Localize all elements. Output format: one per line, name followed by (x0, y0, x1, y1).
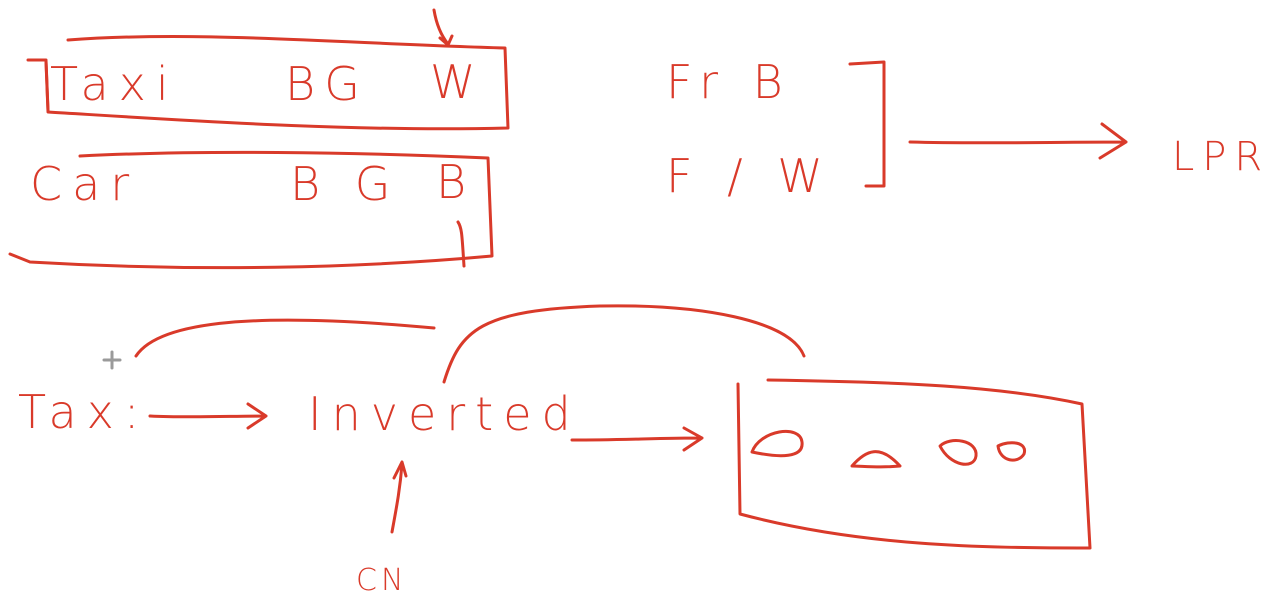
label-taxi-cols: BG (285, 57, 370, 111)
label-fr-b: Fr B (666, 55, 793, 109)
posting-blob-1 (750, 429, 804, 458)
label-taxi-w: W (430, 55, 485, 109)
label-car-row: Car (30, 157, 139, 211)
postings-box (736, 378, 1092, 550)
taxi-row-box (26, 34, 510, 131)
arrow-to-lpr (908, 122, 1128, 160)
right-bracket (848, 60, 886, 188)
arrow-taxi-to-inverted (148, 402, 268, 430)
down-arrow-to-w (432, 8, 454, 47)
cursor-crosshair-icon (102, 350, 122, 370)
label-lpr: LPR (1172, 134, 1270, 180)
label-cn: CN (356, 563, 407, 598)
posting-blob-3 (938, 439, 978, 466)
posting-blob-4 (996, 441, 1027, 462)
label-taxi-row: Taxi (50, 57, 179, 111)
arrow-cn-to-inverted (390, 460, 408, 534)
arrow-inverted-to-box (570, 426, 704, 452)
label-car-cols: B G (290, 157, 400, 211)
label-inverted: Inverted (308, 387, 581, 441)
label-car-b: B (436, 155, 476, 209)
arc-over-inverted-box (442, 304, 806, 384)
label-taxi-lower: Tax: (18, 385, 149, 439)
arc-over-taxi-inverted (134, 318, 436, 358)
posting-blob-2 (850, 450, 902, 469)
label-f-w: F / W (666, 149, 833, 203)
car-row-box (8, 150, 494, 270)
tick-mark (456, 220, 466, 268)
